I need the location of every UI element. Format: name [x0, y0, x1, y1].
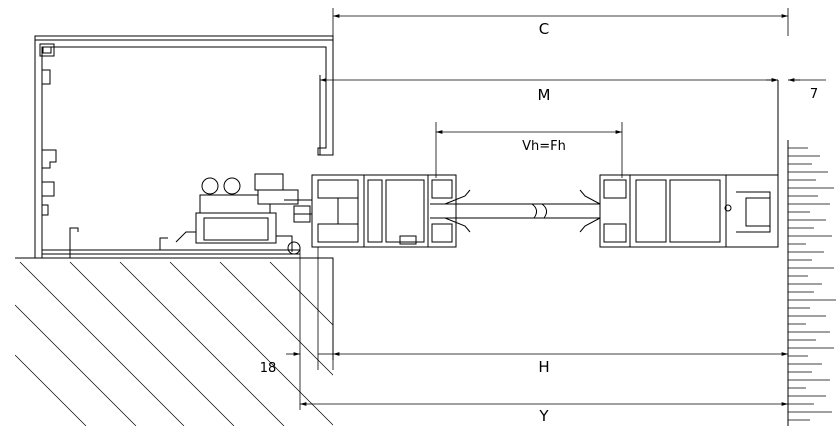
dim-label-h: H — [538, 358, 549, 376]
dimension-m: M 7 — [320, 78, 826, 104]
dim-label-y: Y — [538, 407, 549, 425]
dim-label-m: M — [538, 86, 551, 104]
right-sash-frame — [599, 80, 779, 248]
left-wall-hatch — [15, 257, 334, 426]
dimension-y: Y — [300, 402, 788, 425]
glazing-unit — [430, 189, 610, 233]
dim-label-7: 7 — [810, 87, 818, 102]
dimension-vh-fh: Vh=Fh — [435, 122, 623, 178]
dimension-c: C — [332, 8, 789, 38]
dim-label-18: 18 — [260, 361, 277, 376]
dim-label-vh-fh: Vh=Fh — [522, 139, 566, 154]
dim-label-c: C — [539, 20, 549, 38]
right-wall-hatch — [787, 140, 836, 426]
head-box-profile — [34, 35, 334, 258]
left-sash-frame — [311, 174, 457, 248]
roller-carriage — [175, 173, 318, 255]
dimension-h: H 18 — [260, 247, 788, 410]
